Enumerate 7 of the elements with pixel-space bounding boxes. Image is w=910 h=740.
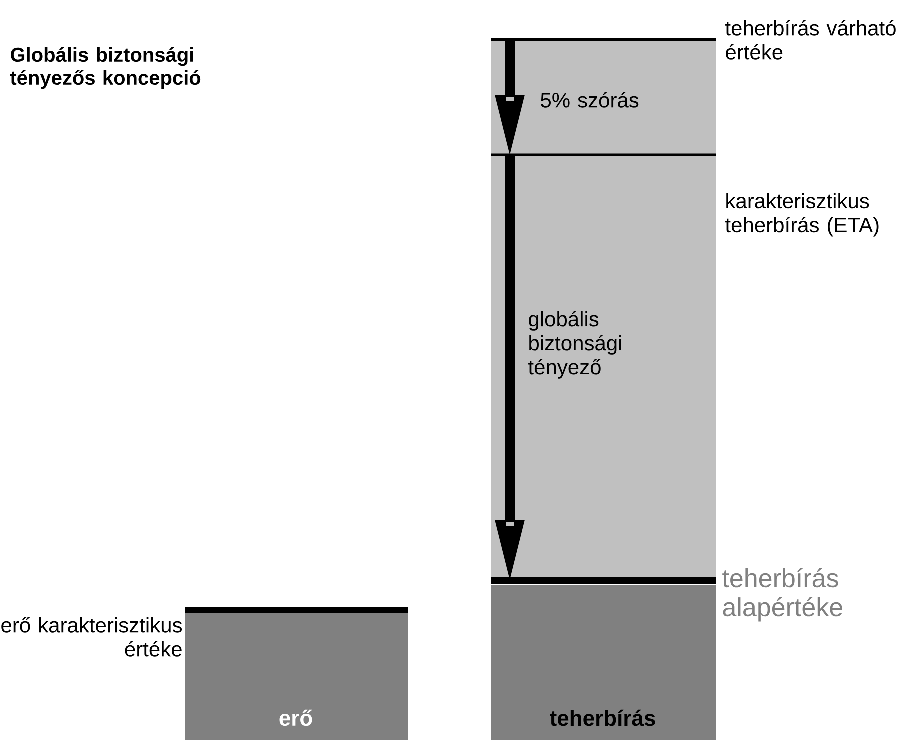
bar: teherbírás: [491, 585, 716, 740]
band: 5% szórás: [491, 40, 716, 155]
level-label: teherbírás várható értéke: [726, 20, 896, 60]
title: Globális biztonsági tényezős koncepció: [10, 47, 201, 90]
bar: erő: [185, 613, 408, 740]
level-label: teherbírás alapértéke: [722, 568, 842, 622]
level-label: karakterisztikus teherbírás (ETA): [726, 193, 879, 237]
